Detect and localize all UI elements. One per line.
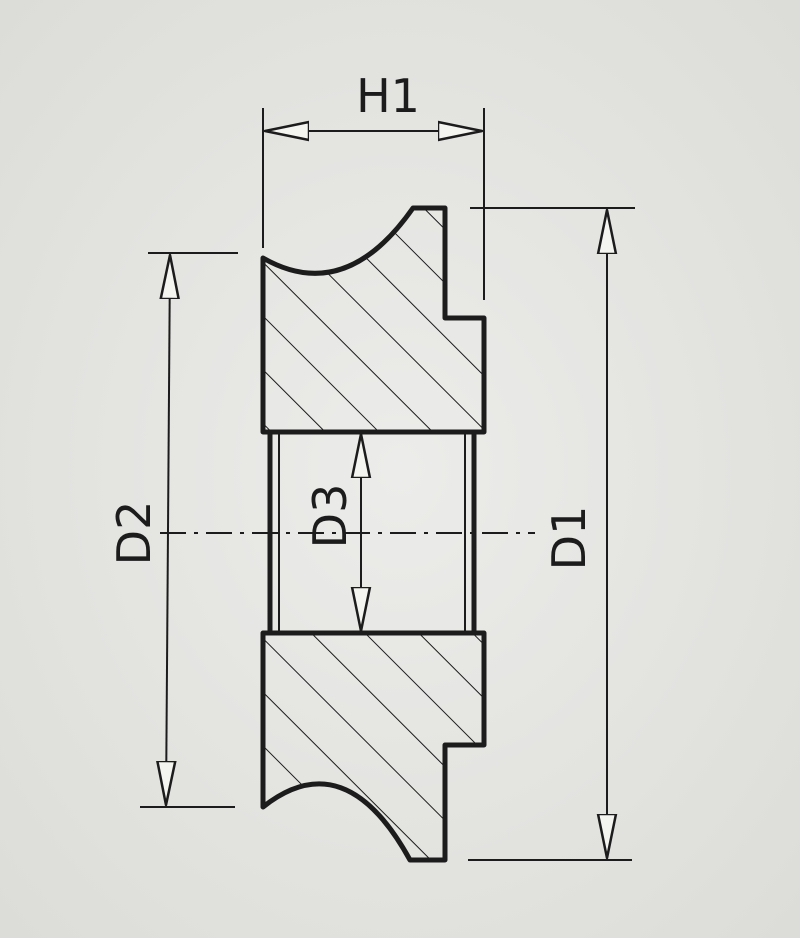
d2-dimension-line (166, 255, 170, 805)
upper-section-hatched (260, 205, 487, 435)
lower-section-hatched (260, 630, 487, 863)
d3-label: D3 (303, 484, 357, 549)
d2-label: D2 (107, 501, 161, 566)
d1-label: D1 (542, 506, 596, 571)
h1-label: H1 (356, 69, 420, 123)
